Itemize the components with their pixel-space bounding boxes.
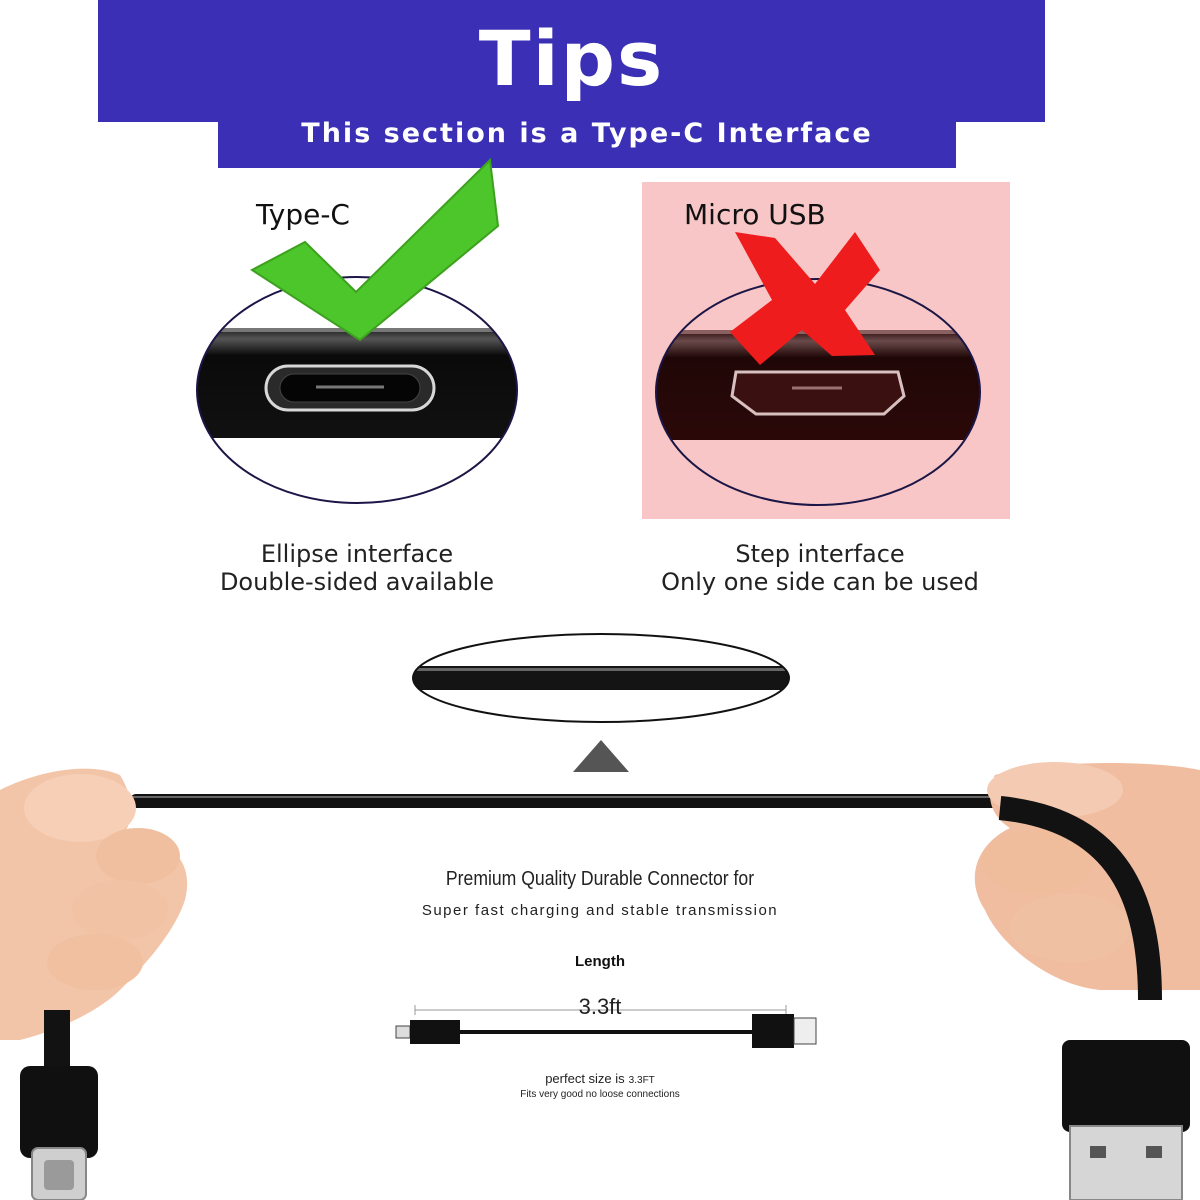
usb-c-plug-icon (20, 1066, 98, 1158)
up-arrow-icon (573, 740, 629, 772)
fits-note: Fits very good no loose connections (520, 1089, 680, 1100)
perfect-size-value: 3.3FT (628, 1075, 655, 1086)
length-label: Length (575, 953, 625, 970)
premium-subheading: Super fast charging and stable transmiss… (421, 902, 779, 919)
usb-a-plug-icon (1062, 1040, 1190, 1132)
left-hand-icon (0, 768, 188, 1040)
micro-usb-port-icon (730, 370, 906, 416)
length-diagram (395, 1005, 817, 1048)
tips-banner (98, 0, 1045, 122)
type-c-label: Type-C (256, 198, 350, 231)
cable-zoom (412, 633, 790, 723)
tips-title: Tips (478, 14, 665, 103)
green-check-icon (250, 157, 500, 342)
micro-usb-caption-line1: Step interface (735, 540, 905, 568)
premium-heading: Premium Quality Durable Connector for (445, 868, 755, 890)
red-x-icon (730, 232, 880, 365)
right-hand-icon (974, 762, 1200, 990)
subtitle-text: This section is a Type-C Interface (301, 118, 873, 149)
subtitle-banner (218, 112, 956, 168)
type-c-caption-line1: Ellipse interface (260, 540, 454, 568)
micro-usb-caption-line2: Only one side can be used (661, 568, 979, 596)
micro-usb-label: Micro USB (684, 198, 826, 231)
length-value: 3.3ft (578, 994, 622, 1019)
type-c-caption-line2: Double-sided available (219, 568, 495, 596)
perfect-size-label: perfect size is (545, 1071, 625, 1086)
